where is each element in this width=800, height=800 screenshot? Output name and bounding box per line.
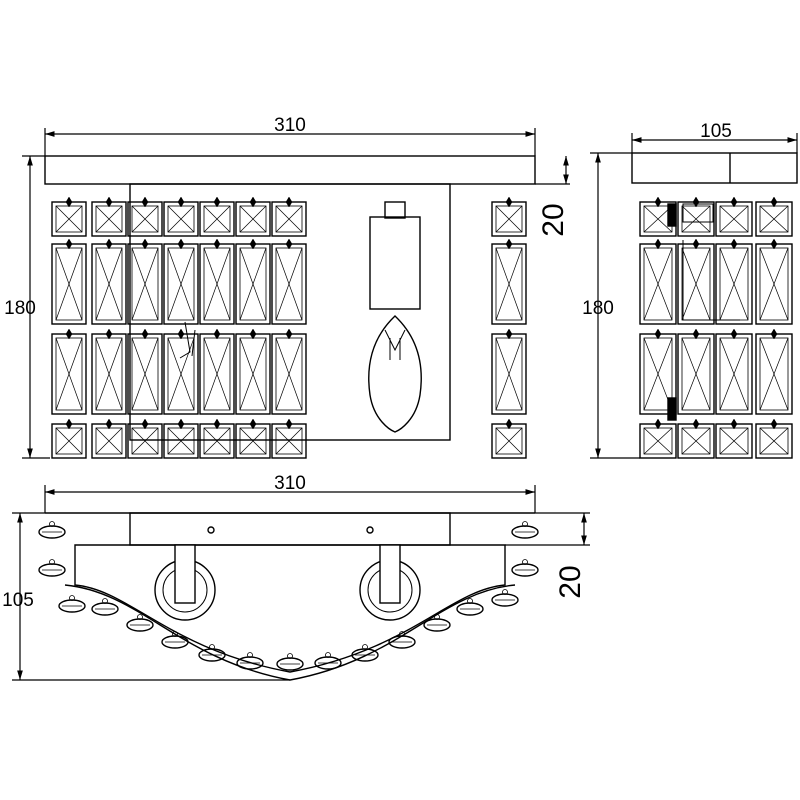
side-crystal-panel xyxy=(639,196,793,459)
front-hidden-bulb xyxy=(179,321,196,359)
crystal-prism xyxy=(199,238,235,325)
front-plate-label: 20 xyxy=(537,203,570,236)
crystal-prism xyxy=(491,328,527,415)
top-width-label: 310 xyxy=(274,473,306,494)
front-view xyxy=(44,155,536,459)
top-depth-label: 105 xyxy=(2,590,34,611)
crystal-prism xyxy=(91,238,127,325)
crystal-prism xyxy=(127,238,163,325)
top-arm-right xyxy=(379,544,401,604)
crystal-prism xyxy=(51,238,87,325)
crystal-prism xyxy=(677,418,715,459)
crystal-prism xyxy=(491,196,527,237)
crystal-prism xyxy=(163,196,199,237)
crystal-prism xyxy=(491,418,527,459)
crystal-prism xyxy=(715,418,753,459)
top-mounting-plate xyxy=(129,512,451,546)
front-candle-bulb xyxy=(368,315,422,433)
side-dimensions xyxy=(590,133,798,459)
crystal-bead xyxy=(91,598,119,616)
front-candle-socket xyxy=(369,216,421,310)
crystal-prism xyxy=(715,196,753,237)
crystal-prism xyxy=(755,328,793,415)
front-width-label: 310 xyxy=(274,115,306,136)
side-view xyxy=(631,152,798,459)
crystal-prism xyxy=(91,418,127,459)
crystal-bead xyxy=(351,644,379,662)
side-mounting-plate xyxy=(631,152,798,184)
crystal-prism xyxy=(639,418,677,459)
crystal-prism xyxy=(235,328,271,415)
front-height-label: 180 xyxy=(4,298,36,319)
side-width-label: 105 xyxy=(700,121,732,142)
crystal-prism xyxy=(271,238,307,325)
crystal-prism xyxy=(91,328,127,415)
top-plate-label: 20 xyxy=(554,565,587,598)
crystal-bead xyxy=(198,644,226,662)
crystal-prism xyxy=(51,328,87,415)
crystal-prism xyxy=(271,196,307,237)
crystal-prism xyxy=(163,238,199,325)
crystal-bead xyxy=(236,652,264,670)
top-crystal-beads xyxy=(38,521,539,671)
top-view xyxy=(38,512,539,681)
crystal-prism xyxy=(715,328,753,415)
crystal-bead xyxy=(511,521,539,539)
top-screw-right xyxy=(366,526,374,534)
crystal-prism xyxy=(639,238,677,325)
top-screw-left xyxy=(207,526,215,534)
crystal-bead xyxy=(423,614,451,632)
crystal-prism xyxy=(271,418,307,459)
crystal-bead xyxy=(511,559,539,577)
side-socket-detail xyxy=(682,203,714,223)
front-socket-cap xyxy=(384,201,406,219)
crystal-prism xyxy=(755,418,793,459)
crystal-prism xyxy=(491,238,527,325)
crystal-bead xyxy=(38,521,66,539)
crystal-prism xyxy=(51,418,87,459)
crystal-prism xyxy=(715,238,753,325)
crystal-prism xyxy=(127,328,163,415)
crystal-prism xyxy=(235,196,271,237)
crystal-bead xyxy=(38,559,66,577)
crystal-prism xyxy=(235,418,271,459)
crystal-prism xyxy=(235,238,271,325)
crystal-prism xyxy=(755,196,793,237)
front-bulb-filament xyxy=(384,329,406,360)
crystal-prism xyxy=(199,328,235,415)
crystal-bead xyxy=(276,653,304,671)
crystal-prism xyxy=(163,328,199,415)
front-right-crystal-column xyxy=(491,196,527,459)
crystal-prism xyxy=(127,196,163,237)
top-body-outline xyxy=(74,544,506,673)
crystal-bead xyxy=(491,589,519,607)
crystal-prism xyxy=(677,328,715,415)
side-clip-bottom xyxy=(667,397,677,421)
side-clip-top xyxy=(667,203,677,227)
crystal-bead xyxy=(58,595,86,613)
crystal-prism xyxy=(271,328,307,415)
crystal-prism xyxy=(677,238,715,325)
crystal-prism xyxy=(199,418,235,459)
front-dimensions xyxy=(22,128,570,459)
crystal-prism xyxy=(91,196,127,237)
crystal-bead xyxy=(314,652,342,670)
crystal-prism xyxy=(127,418,163,459)
crystal-bead xyxy=(161,631,189,649)
crystal-prism xyxy=(199,196,235,237)
crystal-prism xyxy=(163,418,199,459)
top-dimensions xyxy=(12,485,590,681)
front-mounting-plate xyxy=(44,155,536,185)
crystal-bead xyxy=(388,631,416,649)
side-height-label: 180 xyxy=(582,298,614,319)
front-crystal-panel xyxy=(51,196,307,459)
crystal-prism xyxy=(755,238,793,325)
crystal-bead xyxy=(126,614,154,632)
top-arm-left xyxy=(174,544,196,604)
crystal-bead xyxy=(456,598,484,616)
top-body-inner xyxy=(64,584,516,681)
crystal-prism xyxy=(51,196,87,237)
